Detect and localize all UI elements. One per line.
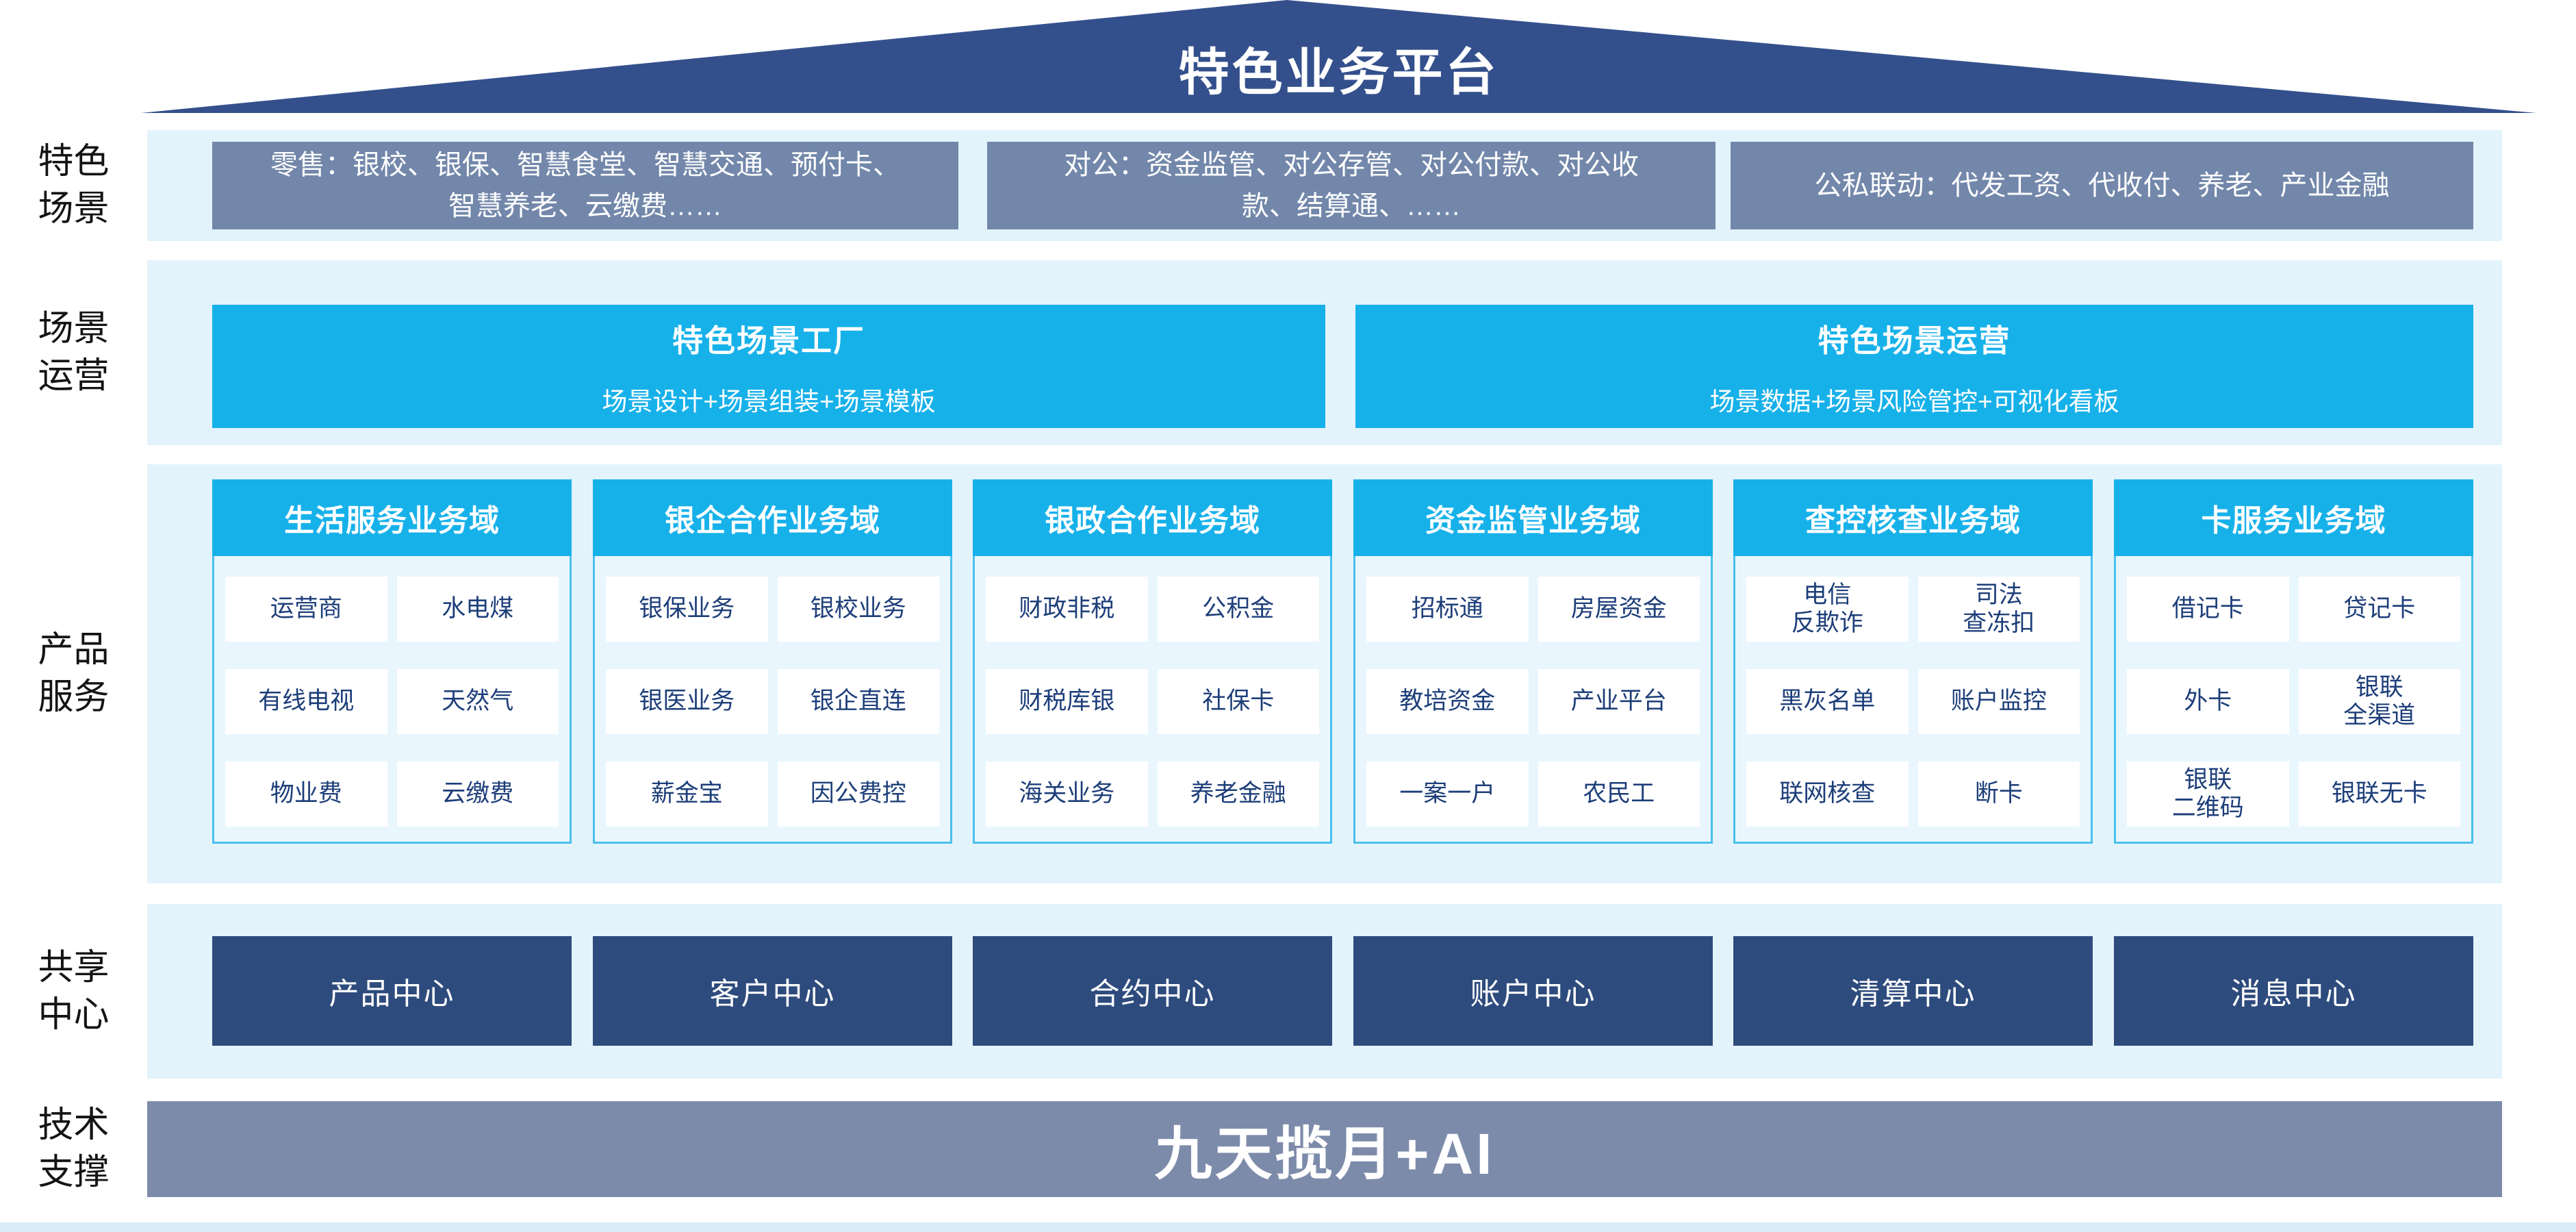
product-cell: 物业费 xyxy=(225,762,387,827)
product-cell: 云缴费 xyxy=(396,762,559,827)
operation-box-scene-factory: 特色场景工厂 场景设计+场景组装+场景模板 xyxy=(212,305,1325,428)
domain-column-bank-enterprise: 银企合作业务域 银保业务 银校业务 银医业务 银企直连 薪金宝 因公费控 xyxy=(593,479,952,844)
product-cell: 财政非税 xyxy=(986,577,1148,642)
product-cell: 电信 反欺诈 xyxy=(1746,577,1909,642)
product-cell: 外卡 xyxy=(2127,669,2289,734)
product-cell: 农民工 xyxy=(1538,762,1700,827)
domain-body: 电信 反欺诈 司法 查冻扣 黑灰名单 账户监控 联网核查 断卡 xyxy=(1733,556,2093,844)
scenario-box-corporate: 对公：资金监管、对公存管、对公付款、对公收款、结算通、…… xyxy=(987,142,1716,229)
product-cell: 贷记卡 xyxy=(2298,577,2460,642)
bottom-divider xyxy=(0,1222,2576,1232)
center-box-message: 消息中心 xyxy=(2114,936,2473,1046)
product-cell: 公积金 xyxy=(1157,577,1319,642)
product-cell: 借记卡 xyxy=(2127,577,2289,642)
operation-box-subtitle: 场景设计+场景组装+场景模板 xyxy=(602,387,936,416)
product-cell: 一案一户 xyxy=(1366,762,1529,827)
operation-box-scene-operation: 特色场景运营 场景数据+场景风险管控+可视化看板 xyxy=(1355,305,2473,428)
product-cell: 有线电视 xyxy=(225,669,387,734)
product-cell: 司法 查冻扣 xyxy=(1917,577,2080,642)
operation-box-title: 特色场景运营 xyxy=(1818,323,2011,358)
domain-header: 银企合作业务域 xyxy=(593,479,952,556)
domain-column-inquiry-verification: 查控核查业务域 电信 反欺诈 司法 查冻扣 黑灰名单 账户监控 联网核查 断卡 xyxy=(1733,479,2093,844)
product-cell: 水电煤 xyxy=(396,577,559,642)
product-cell: 银校业务 xyxy=(777,577,939,642)
product-cell: 教培资金 xyxy=(1366,669,1529,734)
domain-column-life-services: 生活服务业务域 运营商 水电煤 有线电视 天然气 物业费 云缴费 xyxy=(212,479,572,844)
roof-banner: 特色业务平台 xyxy=(141,0,2536,113)
product-cell: 银企直连 xyxy=(777,669,939,734)
domain-body: 运营商 水电煤 有线电视 天然气 物业费 云缴费 xyxy=(212,556,572,844)
domain-column-fund-supervision: 资金监管业务域 招标通 房屋资金 教培资金 产业平台 一案一户 农民工 xyxy=(1353,479,1713,844)
domain-body: 借记卡 贷记卡 外卡 银联 全渠道 银联 二维码 银联无卡 xyxy=(2114,556,2473,844)
product-cell: 银医业务 xyxy=(606,669,768,734)
product-cell: 海关业务 xyxy=(986,762,1148,827)
domain-body: 银保业务 银校业务 银医业务 银企直连 薪金宝 因公费控 xyxy=(593,556,952,844)
row-label-centers: 共享 中心 xyxy=(38,947,110,1035)
page-title: 特色业务平台 xyxy=(1178,44,1499,101)
product-cell: 银保业务 xyxy=(606,577,768,642)
product-cell: 银联 全渠道 xyxy=(2298,669,2460,734)
scenario-box-public-private: 公私联动：代发工资、代收付、养老、产业金融 xyxy=(1731,142,2473,229)
product-cell: 薪金宝 xyxy=(606,762,768,827)
domain-header: 查控核查业务域 xyxy=(1733,479,2093,556)
center-box-account: 账户中心 xyxy=(1353,936,1713,1046)
domain-header: 银政合作业务域 xyxy=(973,479,1332,556)
product-cell: 产业平台 xyxy=(1538,669,1700,734)
domain-header: 资金监管业务域 xyxy=(1353,479,1713,556)
domain-header: 卡服务业务域 xyxy=(2114,479,2473,556)
row-label-operations: 场景 运营 xyxy=(38,309,110,396)
row-label-products: 产品 服务 xyxy=(38,630,110,717)
row-label-scenarios: 特色 场景 xyxy=(38,142,110,229)
product-cell: 房屋资金 xyxy=(1538,577,1700,642)
product-cell: 黑灰名单 xyxy=(1746,669,1909,734)
domain-body: 招标通 房屋资金 教培资金 产业平台 一案一户 农民工 xyxy=(1353,556,1713,844)
product-cell: 运营商 xyxy=(225,577,387,642)
product-cell: 招标通 xyxy=(1366,577,1529,642)
product-cell: 银联 二维码 xyxy=(2127,762,2289,827)
product-cell: 银联无卡 xyxy=(2298,762,2460,827)
product-cell: 断卡 xyxy=(1917,762,2080,827)
product-cell: 联网核查 xyxy=(1746,762,1909,827)
operation-box-title: 特色场景工厂 xyxy=(672,323,865,358)
tech-support-bar: 九天揽月+AI xyxy=(147,1101,2502,1197)
product-cell: 账户监控 xyxy=(1917,669,2080,734)
center-box-product: 产品中心 xyxy=(212,936,572,1046)
row-label-tech: 技术 支撑 xyxy=(38,1105,110,1192)
product-cell: 养老金融 xyxy=(1157,762,1319,827)
product-cell: 社保卡 xyxy=(1157,669,1319,734)
center-box-clearing: 清算中心 xyxy=(1733,936,2093,1046)
domain-header: 生活服务业务域 xyxy=(212,479,572,556)
domain-column-bank-government: 银政合作业务域 财政非税 公积金 财税库银 社保卡 海关业务 养老金融 xyxy=(973,479,1332,844)
center-box-customer: 客户中心 xyxy=(593,936,952,1046)
center-box-contract: 合约中心 xyxy=(973,936,1332,1046)
product-cell: 天然气 xyxy=(396,669,559,734)
domain-body: 财政非税 公积金 财税库银 社保卡 海关业务 养老金融 xyxy=(973,556,1332,844)
product-cell: 财税库银 xyxy=(986,669,1148,734)
scenario-box-retail: 零售：银校、银保、智慧食堂、智慧交通、预付卡、智慧养老、云缴费…… xyxy=(212,142,958,229)
operation-box-subtitle: 场景数据+场景风险管控+可视化看板 xyxy=(1709,387,2119,416)
product-cell: 因公费控 xyxy=(777,762,939,827)
domain-column-card-services: 卡服务业务域 借记卡 贷记卡 外卡 银联 全渠道 银联 二维码 银联无卡 xyxy=(2114,479,2473,844)
